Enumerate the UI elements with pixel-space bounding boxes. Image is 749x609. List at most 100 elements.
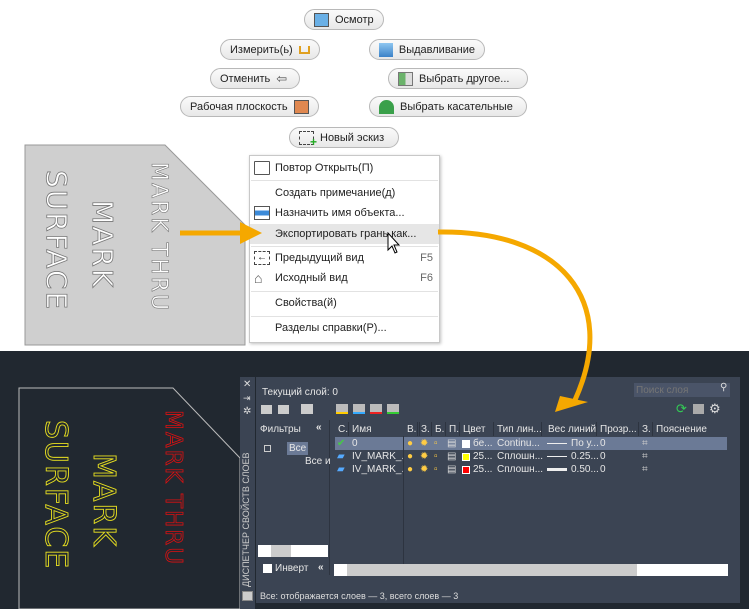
folder-icon (254, 161, 270, 175)
lightbulb-icon[interactable]: ● (407, 438, 414, 449)
unlock-icon[interactable]: ▫ (434, 464, 438, 475)
transparency-cell[interactable]: 0 (600, 464, 606, 475)
printer-icon[interactable]: ▤ (447, 438, 457, 449)
transparency-cell[interactable]: 0 (600, 438, 606, 449)
close-icon[interactable]: ✕ (243, 379, 252, 390)
menu-item-repeat-open[interactable]: Повтор Открыть(П) (250, 158, 439, 178)
col-lock[interactable]: Б. (432, 422, 446, 436)
layer-row[interactable]: ▰IV_MARK_...●✹▫▤25...Сплошн...0.50...0⌗ (335, 463, 727, 476)
measure-button[interactable]: Измерить(ь) (220, 39, 320, 60)
menu-item-assign-name[interactable]: Назначить имя объекта... (250, 203, 439, 223)
extrude-button[interactable]: Выдавливание (369, 39, 485, 60)
sun-icon[interactable]: ✹ (420, 464, 429, 475)
color-swatch (462, 452, 470, 461)
mouse-cursor-icon (387, 232, 401, 254)
work-plane-icon (293, 99, 309, 114)
undo-icon: ⇦ (276, 70, 288, 86)
filter-all-used[interactable]: Все ис (305, 456, 330, 467)
col-description[interactable]: Пояснение (656, 423, 707, 435)
settings-gear-icon[interactable]: ⚙ (709, 401, 721, 416)
part-text-surface: SURFACE (40, 170, 74, 312)
transparency-cell[interactable]: 0 (600, 451, 606, 462)
lineweight-cell[interactable]: 0.50... (547, 463, 599, 476)
printer-icon[interactable]: ▤ (447, 464, 457, 475)
col-status[interactable]: С. (335, 422, 349, 436)
collapse-filters-icon[interactable]: « (316, 422, 322, 433)
sun-icon[interactable]: ✹ (420, 451, 429, 462)
unlock-icon[interactable]: ▫ (434, 451, 438, 462)
filter-scrollbar[interactable] (258, 545, 328, 557)
col-on[interactable]: В. (404, 422, 418, 436)
lightbulb-icon[interactable]: ● (407, 451, 414, 462)
collapse-filters-bottom-icon[interactable]: « (318, 562, 324, 573)
color-cell[interactable]: 25... (462, 463, 494, 476)
layer-icon: ▰ (337, 464, 345, 475)
col-linetype[interactable]: Тип лин... (494, 422, 542, 436)
layer-search-input[interactable] (634, 383, 730, 397)
printer-icon[interactable]: ▤ (447, 451, 457, 462)
layers-horizontal-scrollbar[interactable] (334, 564, 728, 576)
filter-pane: Фильтры « Все Все ис (256, 420, 330, 575)
sun-icon[interactable]: ✹ (420, 438, 429, 449)
menu-item-properties[interactable]: Свойства(й) (275, 297, 337, 309)
linetype-cell[interactable]: Continu... (497, 438, 540, 449)
menu-item-help-topics[interactable]: Разделы справки(Р)... (275, 322, 387, 334)
ruler-icon (298, 45, 310, 54)
layer-settings-icon[interactable] (693, 404, 704, 414)
autohide-icon[interactable]: ⇥ (243, 393, 251, 403)
layer-states-icon[interactable] (301, 404, 313, 414)
lineweight-cell[interactable]: 0.25... (547, 450, 599, 463)
lineweight-line (547, 468, 567, 471)
palette-title-bar[interactable]: ✕ ⇥ ✲ ДИСПЕТЧЕР СВОЙСТВ СЛОЕВ (240, 377, 255, 609)
select-other-button[interactable]: Выбрать другое... (388, 68, 528, 89)
search-icon[interactable]: ⚲ (720, 382, 728, 393)
col-name[interactable]: Имя (349, 422, 420, 436)
color-cell[interactable]: бе... (462, 437, 494, 450)
group-filter-icon[interactable] (278, 405, 289, 414)
menu-item-create-note[interactable]: Создать примечание(д) (275, 187, 396, 199)
new-layer-icon[interactable] (336, 404, 348, 414)
set-current-icon[interactable] (387, 404, 399, 414)
filter-all[interactable]: Все (287, 442, 309, 455)
previous-view-icon: ← (254, 251, 270, 265)
lineweight-cell[interactable]: По у... (547, 437, 599, 450)
layer-row[interactable]: ▰IV_MARK_...●✹▫▤25...Сплошн...0.25...0⌗ (335, 450, 727, 463)
lightbulb-icon[interactable]: ● (407, 464, 414, 475)
current-check-icon: ✔ (337, 438, 346, 449)
vp-freeze-icon[interactable]: ⌗ (642, 438, 648, 449)
layer-icon: ▰ (337, 451, 345, 462)
vp-freeze-icon[interactable]: ⌗ (642, 464, 648, 475)
menu-item-export-face[interactable]: Экспортировать грань как... (250, 224, 439, 244)
col-lineweight[interactable]: Вес линий (545, 422, 597, 436)
vp-freeze-icon[interactable]: ⌗ (642, 451, 648, 462)
dark-text-mark: MARK (86, 453, 122, 549)
unlock-icon[interactable]: ▫ (434, 438, 438, 449)
delete-layer-icon[interactable] (370, 404, 382, 414)
new-filter-icon[interactable] (261, 405, 272, 414)
linetype-cell[interactable]: Сплошн... (497, 451, 544, 462)
menu-divider (251, 180, 438, 181)
tree-node-icon[interactable] (264, 445, 271, 452)
linetype-cell[interactable]: Сплошн... (497, 464, 544, 475)
new-layer-frozen-icon[interactable] (353, 404, 365, 414)
work-plane-button[interactable]: Рабочая плоскость (180, 96, 319, 117)
col-transparency[interactable]: Прозр... (597, 422, 639, 436)
invert-checkbox[interactable] (263, 564, 272, 573)
select-tangent-icon (379, 99, 394, 114)
col-plot[interactable]: П. (446, 422, 460, 436)
color-cell[interactable]: 25... (462, 450, 494, 463)
undo-button[interactable]: Отменить ⇦ (210, 68, 300, 89)
new-sketch-icon: + (299, 130, 317, 149)
refresh-icon[interactable]: ⟳ (676, 401, 687, 416)
col-new-vp-freeze[interactable]: З. (639, 422, 653, 436)
gear-icon[interactable]: ✲ (243, 406, 252, 417)
inspect-button[interactable]: Осмотр (304, 9, 384, 30)
dark-text-mark-thru: MARK THRU (160, 410, 187, 567)
select-tangent-button[interactable]: Выбрать касательные (369, 96, 527, 117)
col-freeze[interactable]: З. (418, 422, 432, 436)
col-color[interactable]: Цвет (460, 422, 494, 436)
layer-row[interactable]: ✔0●✹▫▤бе...Continu...По у...0⌗ (335, 437, 727, 450)
new-sketch-button[interactable]: + Новый эскиз (289, 127, 399, 149)
